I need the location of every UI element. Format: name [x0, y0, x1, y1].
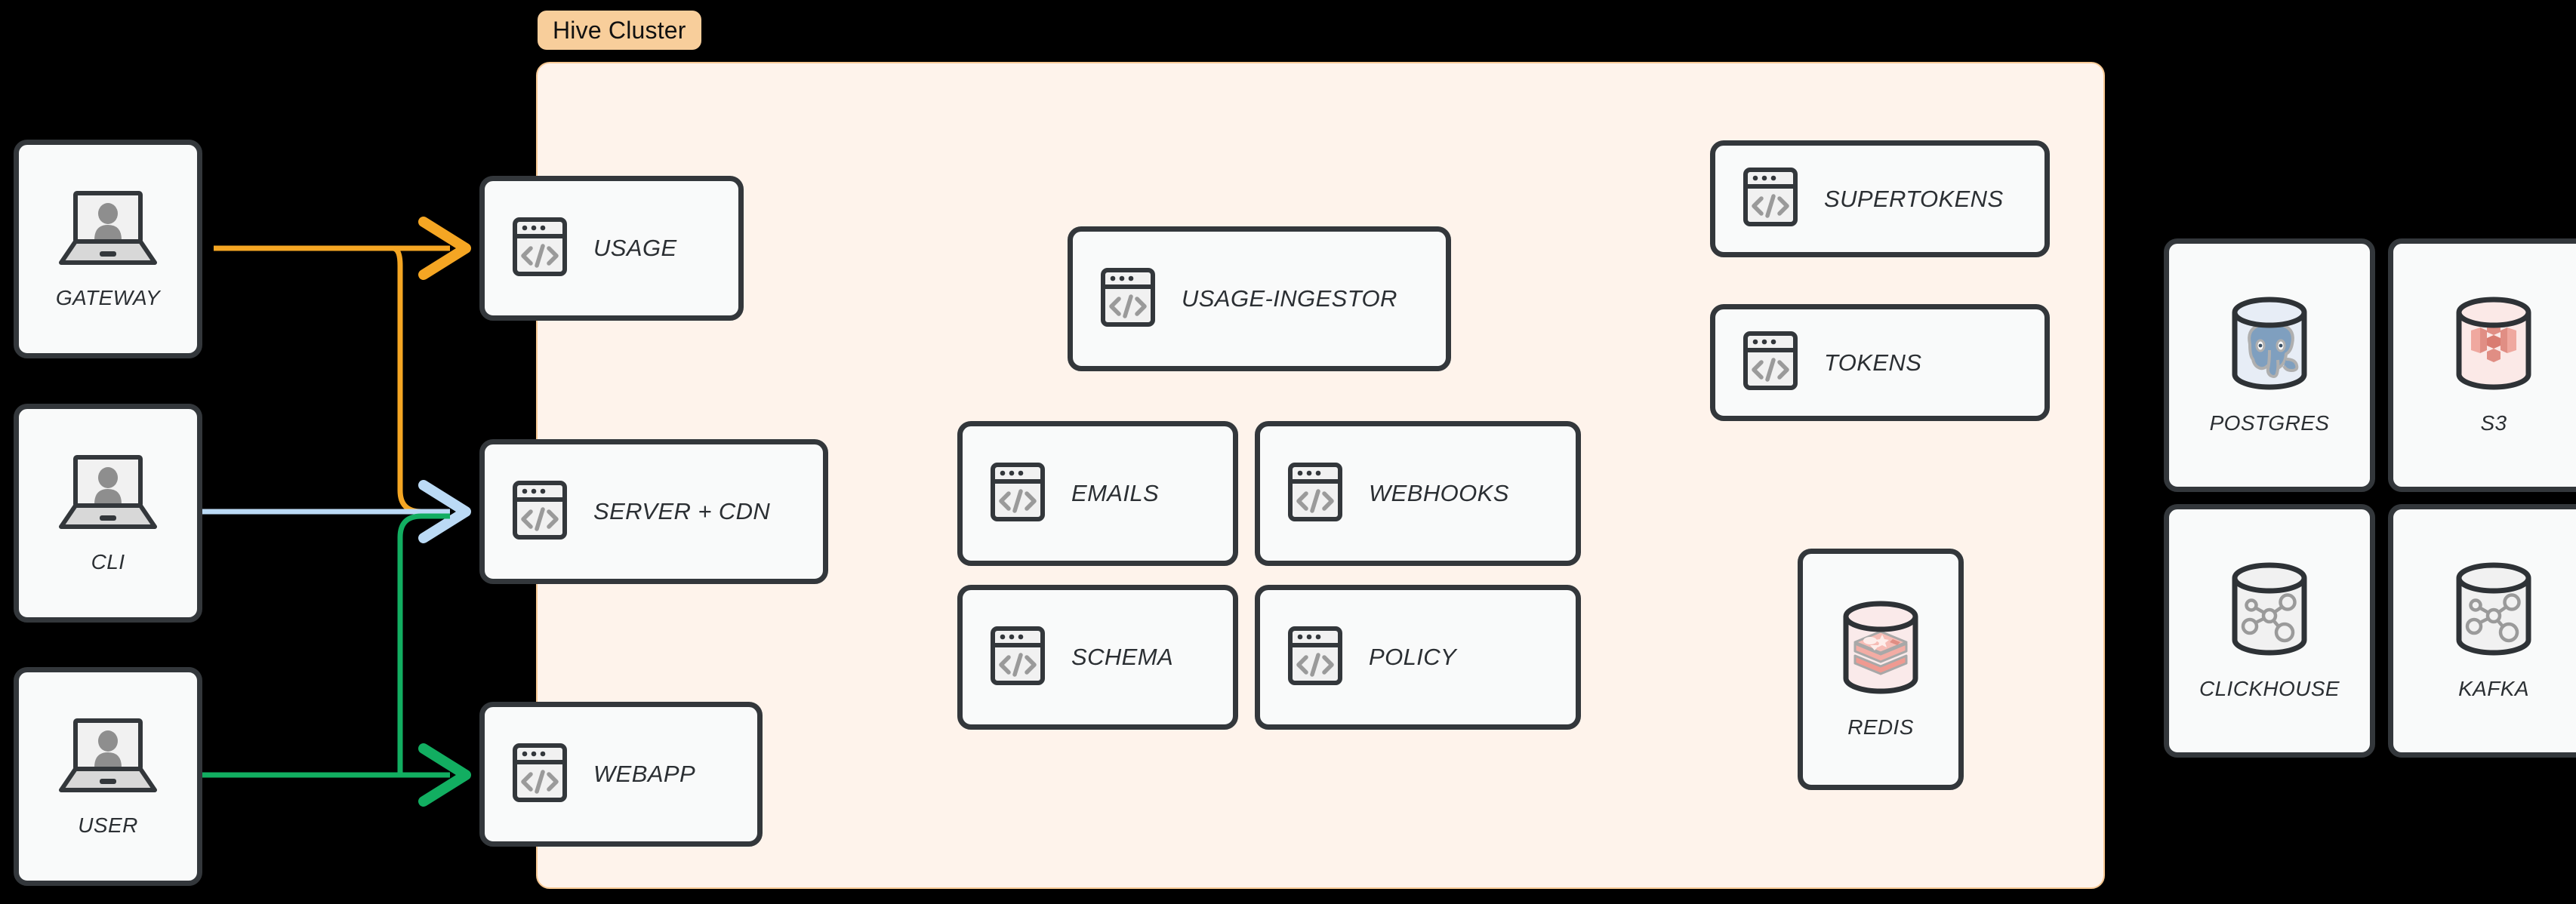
node-kafka-label: KAFKA — [2458, 676, 2529, 700]
node-cli-label: CLI — [91, 549, 125, 573]
redis-database-icon — [1834, 600, 1927, 702]
node-tokens-label: TOKENS — [1824, 349, 1922, 376]
node-postgres-label: POSTGRES — [2209, 410, 2330, 435]
code-window-icon — [990, 626, 1046, 690]
s3-database-icon — [2447, 296, 2541, 398]
node-server-cdn-label: SERVER + CDN — [593, 498, 771, 524]
node-s3[interactable]: S3 — [2388, 238, 2576, 492]
code-window-icon — [1100, 267, 1156, 331]
code-window-icon — [1287, 462, 1343, 526]
laptop-user-icon — [58, 716, 158, 800]
node-emails[interactable]: EMAILS — [957, 421, 1238, 566]
code-window-icon — [1287, 626, 1343, 690]
generic-database-icon — [2447, 561, 2541, 663]
code-window-icon — [1742, 331, 1798, 395]
node-gateway-label: GATEWAY — [55, 285, 161, 309]
laptop-user-icon — [58, 189, 158, 272]
node-policy-label: POLICY — [1369, 644, 1457, 670]
postgres-database-icon — [2223, 296, 2316, 398]
node-redis-label: REDIS — [1847, 715, 1914, 739]
node-server-cdn[interactable]: SERVER + CDN — [479, 439, 828, 584]
node-usage-ingestor[interactable]: USAGE-INGESTOR — [1068, 226, 1451, 371]
code-window-icon — [512, 480, 568, 544]
node-user[interactable]: USER — [14, 667, 202, 886]
node-emails-label: EMAILS — [1071, 480, 1160, 506]
node-supertokens-label: SUPERTOKENS — [1824, 185, 2004, 212]
hive-cluster-badge: Hive Cluster — [538, 11, 701, 50]
node-supertokens[interactable]: SUPERTOKENS — [1710, 140, 2050, 257]
code-window-icon — [512, 743, 568, 807]
node-clickhouse[interactable]: CLICKHOUSE — [2164, 504, 2375, 758]
node-schema-label: SCHEMA — [1071, 644, 1174, 670]
laptop-user-icon — [58, 453, 158, 537]
node-postgres[interactable]: POSTGRES — [2164, 238, 2375, 492]
node-redis[interactable]: REDIS — [1798, 549, 1964, 790]
node-webapp[interactable]: WEBAPP — [479, 702, 763, 847]
node-kafka[interactable]: KAFKA — [2388, 504, 2576, 758]
node-s3-label: S3 — [2480, 410, 2507, 435]
node-policy[interactable]: POLICY — [1255, 585, 1581, 730]
generic-database-icon — [2223, 561, 2316, 663]
node-tokens[interactable]: TOKENS — [1710, 304, 2050, 421]
edge-gateway-to-server-cdn — [392, 245, 450, 515]
node-schema[interactable]: SCHEMA — [957, 585, 1238, 730]
edge-user-to-server-cdn — [397, 513, 450, 776]
node-gateway[interactable]: GATEWAY — [14, 140, 202, 358]
code-window-icon — [1742, 167, 1798, 231]
code-window-icon — [512, 217, 568, 281]
node-webhooks[interactable]: WEBHOOKS — [1255, 421, 1581, 566]
node-webhooks-label: WEBHOOKS — [1369, 480, 1509, 506]
code-window-icon — [990, 462, 1046, 526]
node-clickhouse-label: CLICKHOUSE — [2199, 676, 2340, 700]
node-webapp-label: WEBAPP — [593, 761, 696, 787]
node-usage-ingestor-label: USAGE-INGESTOR — [1182, 285, 1397, 312]
node-cli[interactable]: CLI — [14, 404, 202, 623]
node-usage-label: USAGE — [593, 235, 677, 261]
node-user-label: USER — [78, 813, 138, 837]
node-usage[interactable]: USAGE — [479, 176, 744, 321]
